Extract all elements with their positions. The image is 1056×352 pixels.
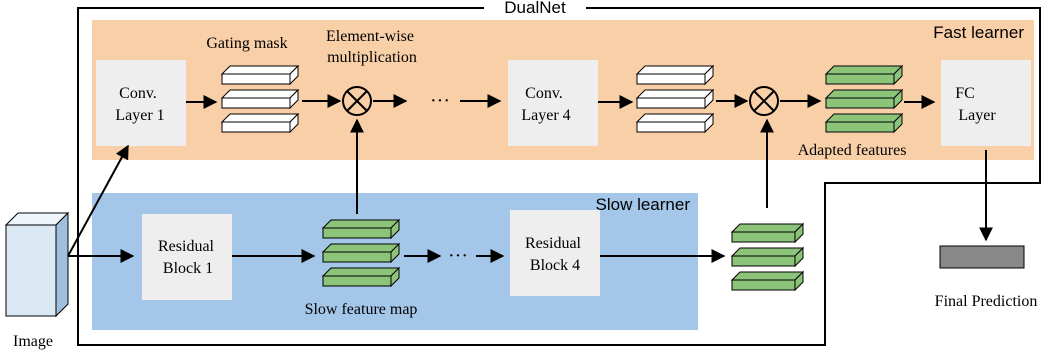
adapted-features-stack xyxy=(824,64,904,134)
title: DualNet xyxy=(504,0,566,17)
svg-text:Conv. Layer 1: Conv. Layer 1 xyxy=(115,85,164,124)
residual-block-1 xyxy=(142,214,232,300)
fast-learner-label: Fast learner xyxy=(933,23,1024,42)
input-image-icon xyxy=(4,211,70,318)
conv4-mask-stack xyxy=(635,64,715,134)
svg-text:Residual Block 1: Residual Block 1 xyxy=(158,238,218,277)
fast-ellipsis: ··· xyxy=(430,90,450,112)
slow-learner-label: Slow learner xyxy=(596,195,691,214)
fc-layer-block xyxy=(941,60,1031,146)
final-prediction-label: Final Prediction xyxy=(935,293,1038,310)
image-label: Image xyxy=(13,333,53,350)
conv-layer-1-line1: Conv. xyxy=(119,85,157,102)
svg-text:Conv. Layer 4: Conv. Layer 4 xyxy=(521,85,570,124)
slow-feature-map-stack xyxy=(321,218,401,288)
fc-layer-line1: FC xyxy=(955,85,975,102)
conv-layer-4-line1: Conv. xyxy=(525,85,563,102)
residual-block-4 xyxy=(510,210,600,296)
residual-block-1-line1: Residual xyxy=(158,238,215,255)
svg-text:Element-wise multiplicatio: Element-wise multiplication xyxy=(326,28,418,66)
svg-text:FC Layer: FC Layer xyxy=(955,85,996,124)
gating-mask-stack xyxy=(220,64,300,134)
fc-layer-line2: Layer xyxy=(958,107,996,124)
conv-layer-4-line2: Layer 4 xyxy=(521,107,570,124)
slow-output-stack xyxy=(730,222,805,292)
multiply-icon xyxy=(342,86,372,116)
conv-layer-1-block xyxy=(96,60,186,146)
multiply-icon xyxy=(749,86,779,116)
gating-mask-label: Gating mask xyxy=(206,35,287,52)
slow-ellipsis: ··· xyxy=(448,245,468,267)
residual-block-4-line1: Residual xyxy=(525,235,582,252)
residual-block-1-line2: Block 1 xyxy=(163,260,213,277)
final-prediction-block xyxy=(939,245,1025,269)
adapted-features-label: Adapted features xyxy=(798,142,907,159)
conv-layer-4-block xyxy=(508,60,598,146)
residual-block-4-line2: Block 4 xyxy=(530,257,580,274)
elementwise-label-line2: multiplication xyxy=(327,49,417,66)
conv-layer-1-line2: Layer 1 xyxy=(115,107,164,124)
connection-arrows xyxy=(67,94,993,263)
elementwise-label-line1: Element-wise xyxy=(326,28,414,45)
dualnet-outline xyxy=(77,7,1041,346)
slow-feature-map-label: Slow feature map xyxy=(305,301,418,318)
svg-text:Residual Block 4: Residual Block 4 xyxy=(525,235,585,274)
